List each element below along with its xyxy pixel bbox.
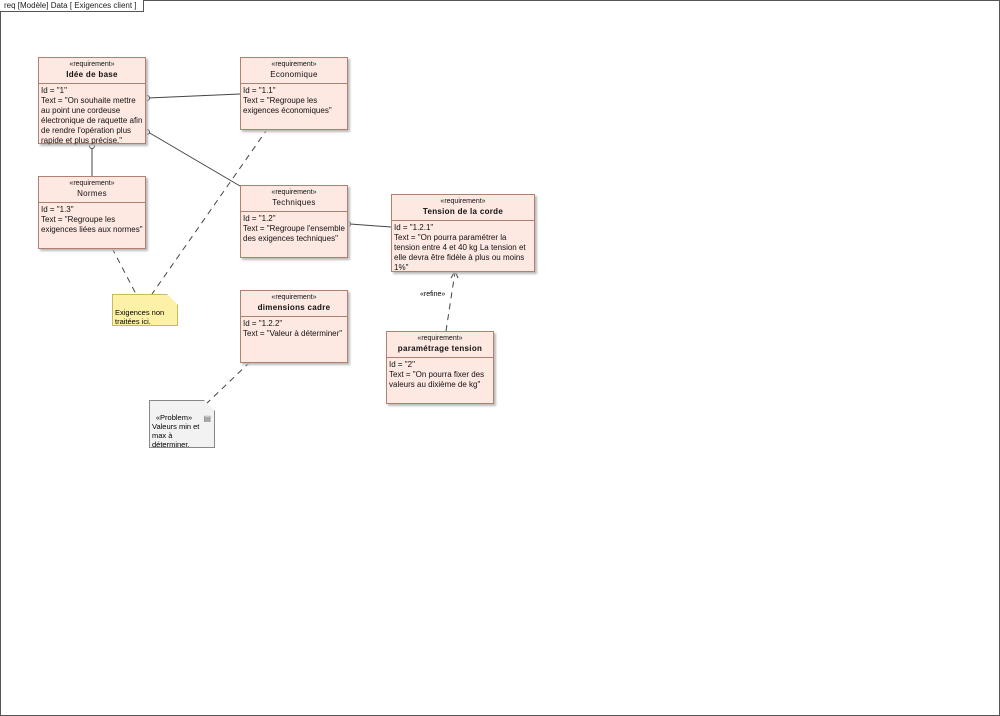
problem-link <box>204 361 251 406</box>
requirement-id: Id = "1" <box>41 86 67 95</box>
requirement-id: Id = "1.2.1" <box>394 223 434 232</box>
requirement-name: Techniques <box>272 198 316 207</box>
stereotype: «requirement» <box>440 198 486 205</box>
containment-idee-techniques <box>147 131 241 187</box>
requirement-economique[interactable]: «requirement» Economique Id = "1.1"Text =… <box>240 57 348 130</box>
problem-note[interactable]: «Problem» ▤ Valeurs min et max à détermi… <box>149 400 215 448</box>
stereotype: «requirement» <box>417 335 463 342</box>
requirement-name: paramétrage tension <box>397 344 483 353</box>
requirement-parametrage-tension[interactable]: «requirement» paramétrage tension Id = "2… <box>386 331 494 404</box>
requirement-id: Id = "1.2.2" <box>243 319 283 328</box>
requirement-name: dimensions cadre <box>257 303 331 312</box>
refine-link <box>445 271 456 332</box>
stereotype: «requirement» <box>271 294 317 301</box>
problem-icon: ▤ <box>203 414 211 423</box>
requirement-text: Text = "On souhaite mettre au point une … <box>41 96 143 145</box>
requirement-name: Economique <box>270 70 318 79</box>
requirement-id: Id = "1.2" <box>243 214 276 223</box>
stereotype: «requirement» <box>271 61 317 68</box>
problem-stereotype: «Problem» <box>155 413 193 422</box>
comment-note[interactable]: Exigences non traitées ici. <box>112 294 178 326</box>
requirement-normes[interactable]: «requirement» Normes Id = "1.3"Text = "Re… <box>38 176 146 249</box>
requirement-text: Text = "Regroupe les exigences liées aux… <box>41 215 143 234</box>
stereotype: «requirement» <box>69 180 115 187</box>
requirement-name: Normes <box>77 189 107 198</box>
requirement-id: Id = "1.1" <box>243 86 276 95</box>
requirement-text: Text = "Valeur à déterminer" <box>243 329 343 338</box>
requirement-name: Tension de la corde <box>422 207 504 216</box>
requirement-idee-de-base[interactable]: «requirement» Idée de base Id = "1"Text =… <box>38 57 146 145</box>
refine-label: «refine» <box>420 291 446 298</box>
requirement-text: Text = "On pourra fixer des valeurs au d… <box>389 370 485 389</box>
requirement-id: Id = "1.3" <box>41 205 74 214</box>
requirement-name: Idée de base <box>66 70 118 79</box>
requirement-dimensions-cadre[interactable]: «requirement» dimensions cadre Id = "1.2.… <box>240 290 348 363</box>
requirement-id: Id = "2" <box>389 360 415 369</box>
requirement-text: Text = "Regroupe l'ensemble des exigence… <box>243 224 345 243</box>
comment-text: Exigences non traitées ici. <box>115 308 165 326</box>
note-link-normes <box>111 247 137 295</box>
diagram-title: req [Modèle] Data [ Exigences client ] <box>0 0 144 12</box>
requirement-text: Text = "On pourra paramétrer la tension … <box>394 233 526 272</box>
requirement-tension-de-la-corde[interactable]: «requirement» Tension de la corde Id = "1… <box>391 194 535 272</box>
note-link-economique <box>151 127 269 295</box>
stereotype: «requirement» <box>69 61 115 68</box>
requirement-techniques[interactable]: «requirement» Techniques Id = "1.2"Text =… <box>240 185 348 258</box>
containment-idee-economique <box>147 93 241 99</box>
requirement-text: Text = "Regroupe les exigences économiqu… <box>243 96 332 115</box>
problem-text: Valeurs min et max à déterminer. <box>152 422 200 449</box>
stereotype: «requirement» <box>271 189 317 196</box>
containment-techniques-tension <box>349 223 392 228</box>
